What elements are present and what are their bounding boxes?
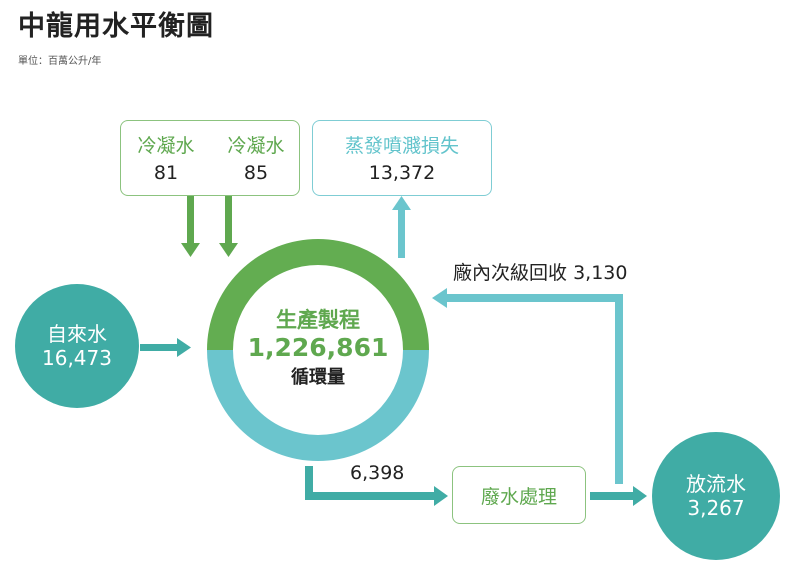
to-treatment-arrow xyxy=(305,466,448,506)
production-sublabel: 循環量 xyxy=(291,366,345,388)
internal-recycle-label: 廠內次級回收 xyxy=(453,262,568,284)
condensate-arrow-2 xyxy=(219,196,238,257)
production-label: 生產製程 xyxy=(276,308,360,332)
unit-label: 單位：百萬公升/年 xyxy=(18,56,102,67)
tap-water-node: 自來水 16,473 xyxy=(15,284,139,408)
to-treatment-value: 6,398 xyxy=(350,462,405,484)
discharge-arrow xyxy=(590,486,647,506)
tap-water-arrow xyxy=(140,338,191,357)
condensate-label-1: 冷凝水 xyxy=(137,135,195,157)
condensate-box: 冷凝水 81 冷凝水 85 xyxy=(120,120,300,196)
condensate-arrow-1 xyxy=(181,196,200,257)
condensate-label-2: 冷凝水 xyxy=(227,135,285,157)
condensate-item-1: 冷凝水 81 xyxy=(121,131,211,184)
evaporation-value: 13,372 xyxy=(368,162,436,184)
treatment-box: 廢水處理 xyxy=(452,466,586,524)
internal-recycle-value: 3,130 xyxy=(573,262,628,284)
discharge-label: 放流水 xyxy=(686,472,746,496)
evaporation-content: 蒸發噴濺損失 13,372 xyxy=(313,131,491,184)
tap-water-label: 自來水 xyxy=(47,322,107,346)
tap-water-value: 16,473 xyxy=(42,346,112,370)
internal-recycle-arrow xyxy=(432,288,623,484)
treatment-label: 廢水處理 xyxy=(480,485,557,508)
page-title: 中龍用水平衡圖 xyxy=(18,11,214,42)
condensate-item-2: 冷凝水 85 xyxy=(211,131,301,184)
discharge-value: 3,267 xyxy=(687,496,745,520)
ring-top-green xyxy=(207,239,429,351)
internal-recycle-text: 廠內次級回收 3,130 xyxy=(453,258,627,285)
evaporation-arrow xyxy=(392,196,411,258)
evaporation-box: 蒸發噴濺損失 13,372 xyxy=(312,120,492,196)
production-value: 1,226,861 xyxy=(247,333,389,362)
condensate-value-2: 85 xyxy=(243,162,269,184)
ring-bottom-teal xyxy=(207,349,429,461)
production-node: 生產製程 1,226,861 循環量 xyxy=(218,304,418,389)
discharge-node: 放流水 3,267 xyxy=(652,432,780,560)
evaporation-label: 蒸發噴濺損失 xyxy=(344,135,459,157)
condensate-value-1: 81 xyxy=(153,162,179,184)
